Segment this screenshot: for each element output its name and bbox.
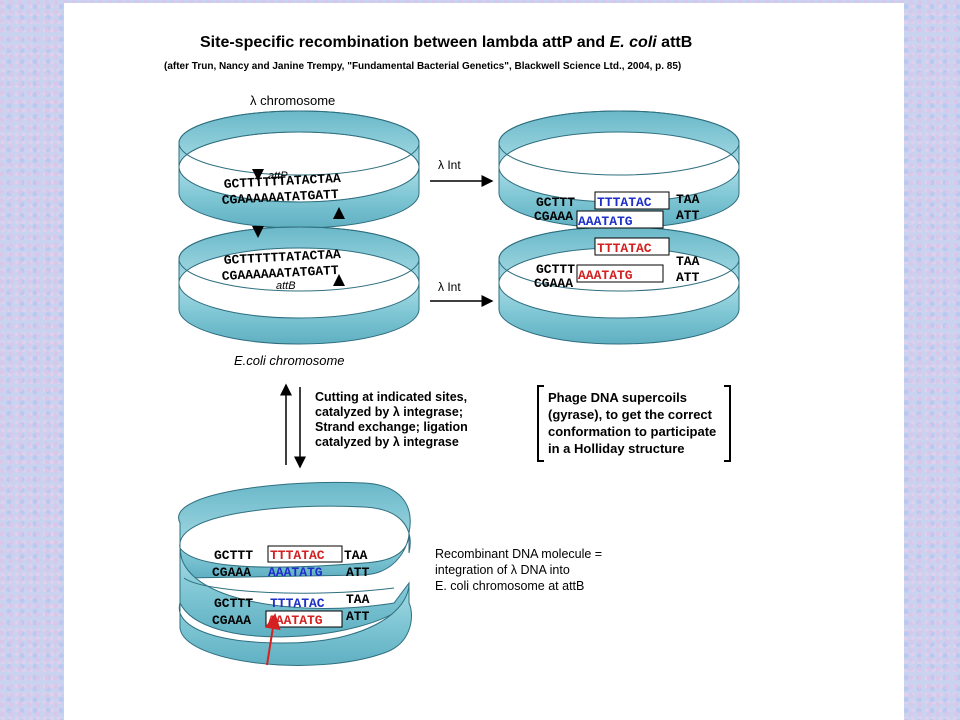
seq-attP-upper: GCTTTTTTATACTAA	[223, 171, 341, 192]
title: Site-specific recombination between lamb…	[200, 34, 692, 51]
svg-text:Strand exchange; ligation: Strand exchange; ligation	[315, 420, 468, 434]
cut-site-marker	[333, 274, 345, 286]
seq-flank: CGAAA	[212, 565, 251, 580]
cut-site-marker	[333, 207, 345, 219]
seq-core-blue: TTTATAC	[597, 195, 652, 210]
lambda-ring	[178, 110, 420, 229]
ecoli-chromosome-label: E.coli chromosome	[234, 353, 345, 368]
recombinant-ribbon	[178, 481, 412, 666]
seq-core-blue: TTTATAC	[270, 596, 325, 611]
svg-text:integration of λ DNA into: integration of λ DNA into	[435, 563, 570, 577]
seq-flank: GCTTT	[536, 195, 575, 210]
diagram-svg: Site-specific recombination between lamb…	[164, 34, 740, 666]
ecoli-ring-cut	[498, 226, 740, 345]
seq-flank: GCTTT	[214, 596, 253, 611]
attB-label: attB	[276, 280, 296, 292]
seq-flank: ATT	[346, 609, 370, 624]
phage-note: Phage DNA supercoils (gyrase), to get th…	[537, 385, 731, 462]
seq-core-red: AAATATG	[578, 268, 633, 283]
attP-label: attP	[268, 170, 288, 182]
seq-flank: ATT	[676, 208, 700, 223]
svg-text:conformation to participate: conformation to participate	[548, 424, 716, 439]
seq-flank: TAA	[344, 548, 368, 563]
cut-site-marker	[252, 169, 264, 181]
junction-arrow	[264, 613, 281, 666]
seq-core-red: TTTATAC	[270, 548, 325, 563]
cutting-description: Cutting at indicated sites, catalyzed by…	[315, 390, 468, 449]
lambda-int-label-bottom: λ Int	[438, 280, 461, 294]
svg-text:catalyzed by λ integrase;: catalyzed by λ integrase;	[315, 405, 463, 419]
seq-flank: CGAAA	[534, 209, 573, 224]
svg-text:in a Holliday structure: in a Holliday structure	[548, 441, 685, 456]
seq-core-red: TTTATAC	[597, 241, 652, 256]
seq-core-red: AAATATG	[268, 613, 323, 628]
svg-text:(gyrase), to get the correct: (gyrase), to get the correct	[548, 407, 713, 422]
seq-flank: GCTTT	[536, 262, 575, 277]
seq-flank: GCTTT	[214, 548, 253, 563]
svg-text:Recombinant DNA molecule =: Recombinant DNA molecule =	[435, 547, 602, 561]
lambda-int-label-top: λ Int	[438, 158, 461, 172]
seq-flank: ATT	[676, 270, 700, 285]
slide-canvas: Site-specific recombination between lamb…	[64, 3, 904, 720]
subtitle: (after Trun, Nancy and Janine Trempy, "F…	[164, 61, 681, 72]
cut-site-marker	[252, 226, 264, 238]
seq-flank: TAA	[676, 192, 700, 207]
svg-text:Phage DNA supercoils: Phage DNA supercoils	[548, 390, 687, 405]
seq-flank: TAA	[346, 592, 370, 607]
seq-core-blue: AAATATG	[578, 214, 633, 229]
seq-core-blue: AAATATG	[268, 565, 323, 580]
svg-text:catalyzed by λ integrase: catalyzed by λ integrase	[315, 435, 459, 449]
seq-flank: CGAAA	[212, 613, 251, 628]
ecoli-ring	[178, 226, 420, 345]
recombinant-description: Recombinant DNA molecule = integration o…	[435, 547, 602, 593]
lambda-chromosome-label: λ chromosome	[250, 93, 335, 108]
lambda-ring-cut	[498, 110, 740, 229]
seq-attB-upper: GCTTTTTTATACTAA	[223, 247, 341, 268]
seq-flank: TAA	[676, 254, 700, 269]
seq-attP-lower: CGAAAAAATATGATT	[221, 187, 339, 208]
seq-flank: ATT	[346, 565, 370, 580]
seq-flank: CGAAA	[534, 276, 573, 291]
svg-text:E. coli chromosome at attB: E. coli chromosome at attB	[435, 579, 584, 593]
seq-attB-lower: CGAAAAAATATGATT	[221, 263, 339, 284]
svg-text:Cutting at indicated sites,: Cutting at indicated sites,	[315, 390, 467, 404]
